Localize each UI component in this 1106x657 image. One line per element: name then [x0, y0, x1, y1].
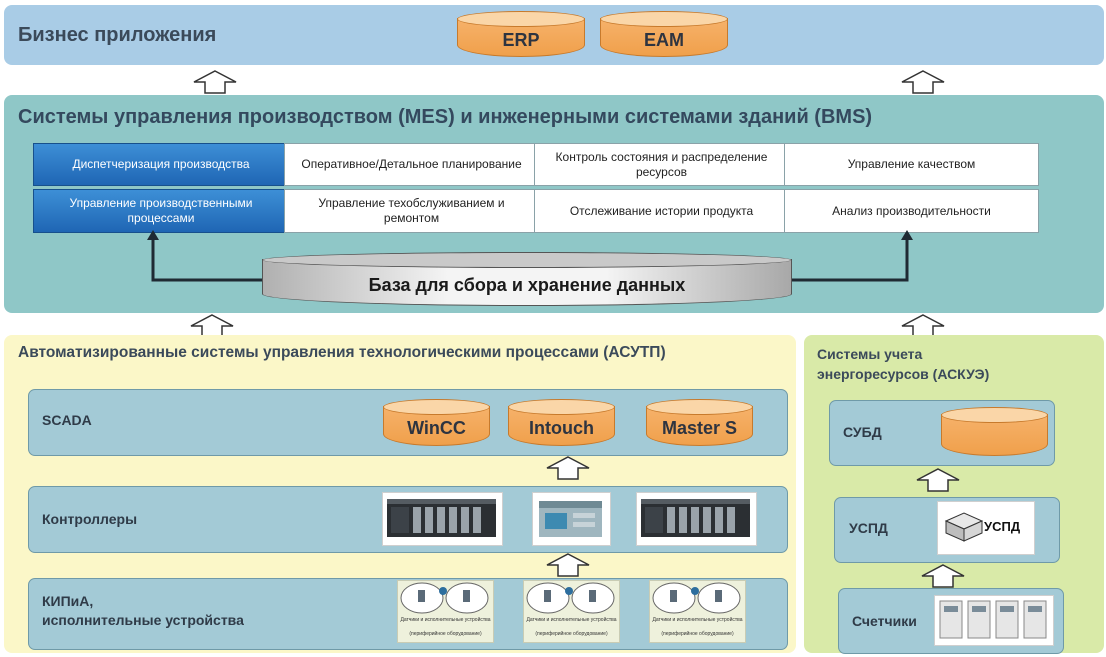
up-arrow-icon [546, 553, 590, 577]
subd-cylinder [941, 407, 1048, 456]
erp-cylinder: ERP [457, 11, 585, 57]
plc-rack-image [636, 492, 757, 546]
intouch-cylinder: Intouch [508, 399, 615, 446]
mes-cell-performance: Анализ производительности [784, 189, 1039, 233]
sensors-caption-2: (периферийное оборудование) [409, 631, 482, 637]
plc-rack-image [382, 492, 503, 546]
controllers-label: Контроллеры [42, 511, 138, 527]
masters-cylinder: Master S [646, 399, 753, 446]
wincc-label: WinCC [407, 418, 466, 438]
data-storage-label: База для сбора и хранение данных [368, 274, 686, 295]
mes-cell-resources: Контроль состояния и распределение ресур… [534, 143, 789, 186]
data-storage-database: База для сбора и хранение данных [262, 252, 792, 306]
mes-cell-dispatching: Диспетчеризация производства [33, 143, 289, 186]
sensors-image: Датчики и исполнительные устройства (пер… [649, 580, 746, 643]
up-arrow-icon [921, 564, 965, 588]
sensors-image: Датчики и исполнительные устройства (пер… [523, 580, 620, 643]
masters-label: Master S [661, 418, 738, 438]
mes-cell-process-control: Управление производственными процессами [33, 189, 289, 233]
sensors-caption-2: (периферийное оборудование) [535, 631, 608, 637]
meters-label: Счетчики [852, 613, 917, 629]
controller-module-image [532, 492, 611, 546]
sensors-image: Датчики и исполнительные устройства (пер… [397, 580, 494, 643]
field-devices-label-2: исполнительные устройства [42, 612, 244, 628]
sensors-caption-2: (периферийное оборудование) [661, 631, 734, 637]
field-devices-label-1: КИПиА, [42, 593, 94, 609]
meters-image [934, 595, 1054, 646]
eam-cylinder: EAM [600, 11, 728, 57]
sensors-caption-1: Датчики и исполнительные устройства [526, 617, 617, 623]
mes-cell-product-history: Отслеживание истории продукта [534, 189, 789, 233]
uspd-label: УСПД [849, 520, 888, 536]
business-apps-title: Бизнес приложения [18, 24, 217, 46]
mes-title: Системы управления производством (MES) и… [18, 106, 873, 128]
uspd-device-icon [944, 512, 984, 542]
uspd-device-label: УСПД [984, 519, 1021, 534]
sensors-caption-1: Датчики и исполнительные устройства [400, 617, 491, 623]
uspd-device-image: УСПД [937, 501, 1035, 555]
scada-label: SCADA [42, 412, 92, 428]
eam-label: EAM [644, 29, 684, 50]
mes-cell-quality: Управление качеством [784, 143, 1039, 186]
sensors-caption-1: Датчики и исполнительные устройства [652, 617, 743, 623]
up-arrow-icon [193, 70, 237, 94]
up-arrow-icon [546, 456, 590, 480]
subd-label: СУБД [843, 424, 882, 440]
up-arrow-icon [916, 468, 960, 492]
db-connector-lines [147, 230, 913, 282]
asutp-title: Автоматизированные системы управления те… [18, 344, 666, 361]
askue-title-2: энергоресурсов (АСКУЭ) [817, 366, 990, 382]
mes-cell-planning: Оперативное/Детальное планирование [284, 143, 539, 186]
wincc-cylinder: WinCC [383, 399, 490, 446]
askue-title-1: Системы учета [817, 346, 923, 362]
intouch-label: Intouch [529, 418, 594, 438]
erp-label: ERP [502, 29, 540, 50]
up-arrow-icon [901, 70, 945, 94]
mes-cell-maintenance: Управление техобслуживанием и ремонтом [284, 189, 539, 233]
